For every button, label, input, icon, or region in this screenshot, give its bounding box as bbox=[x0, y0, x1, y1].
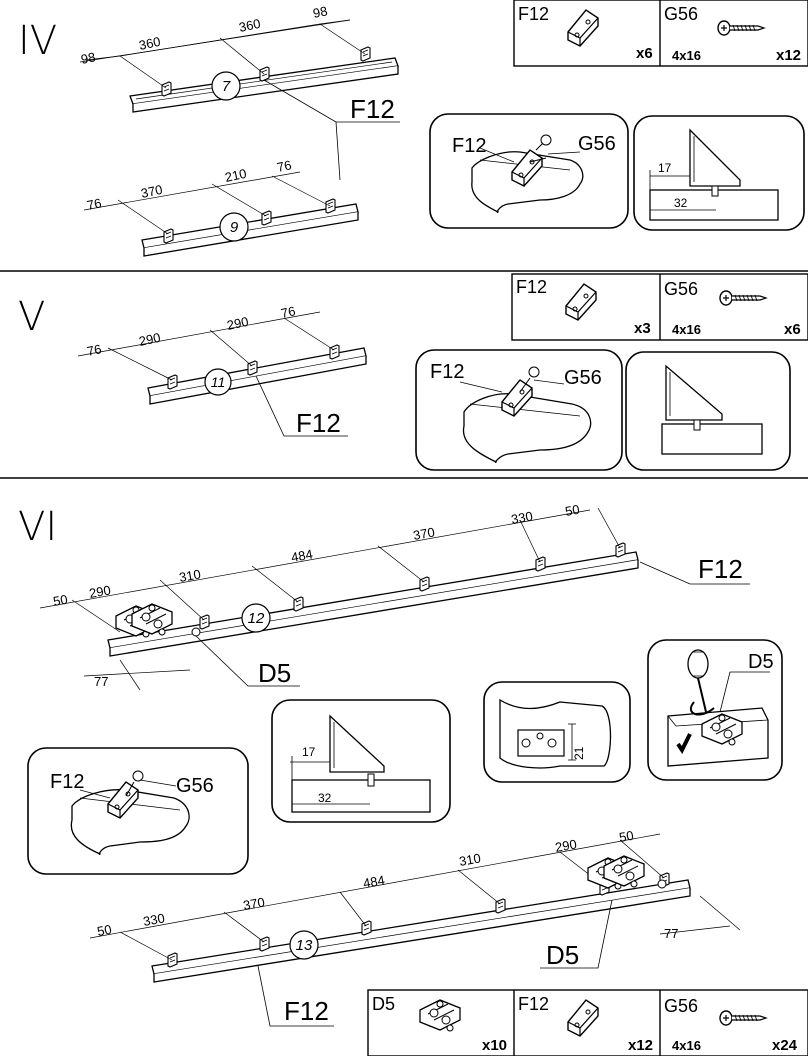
section-drawing bbox=[649, 128, 779, 221]
detail-drawing bbox=[70, 770, 190, 855]
section-drawing bbox=[661, 364, 763, 455]
dim-label: 360 bbox=[138, 34, 162, 53]
board-number: 11 bbox=[211, 374, 226, 390]
dim-label: 77 bbox=[94, 674, 108, 689]
part-code: G56 bbox=[664, 996, 698, 1016]
detail-label-right: G56 bbox=[176, 775, 214, 797]
board-number: 7 bbox=[222, 78, 231, 95]
section-dim: 17 bbox=[302, 745, 316, 759]
board-number-badge bbox=[241, 603, 271, 633]
section-dim: 32 bbox=[318, 791, 332, 805]
dim-label: 76 bbox=[276, 157, 293, 175]
dim-label: 290 bbox=[88, 582, 112, 601]
part-callout: D5 bbox=[546, 940, 579, 970]
hinge-dim: 21 bbox=[572, 746, 586, 760]
detail-drawing bbox=[459, 366, 592, 463]
screwdriver-drawing bbox=[667, 649, 770, 767]
tool-part-label: D5 bbox=[748, 651, 774, 673]
dim-label: 98 bbox=[312, 3, 329, 21]
part-qty: x6 bbox=[784, 321, 801, 338]
dim-label: 50 bbox=[52, 592, 69, 609]
detail-label-left: F12 bbox=[430, 361, 464, 383]
part-code: F12 bbox=[516, 277, 547, 297]
section-dim: 17 bbox=[658, 161, 672, 175]
detail-label-left: F12 bbox=[452, 135, 486, 157]
board-12 bbox=[39, 507, 639, 691]
detail-label-left: F12 bbox=[50, 771, 84, 793]
board-number: 13 bbox=[296, 937, 313, 954]
board-number-badge bbox=[211, 71, 241, 101]
dim-label: 330 bbox=[142, 910, 166, 929]
dim-label: 290 bbox=[554, 836, 578, 855]
board-number: 9 bbox=[230, 219, 239, 236]
dim-label: 76 bbox=[86, 341, 103, 359]
part-code: D5 bbox=[372, 994, 395, 1014]
section-dim: 32 bbox=[674, 196, 688, 210]
parts-box-iv bbox=[513, 0, 808, 67]
dim-label: 290 bbox=[138, 330, 162, 349]
part-callout: F12 bbox=[284, 996, 329, 1026]
part-size: 4x16 bbox=[672, 322, 701, 337]
part-qty: x12 bbox=[776, 47, 801, 64]
part-code: F12 bbox=[518, 4, 549, 24]
dim-label: 310 bbox=[458, 850, 482, 869]
dim-label: 50 bbox=[96, 922, 113, 939]
dim-label: 370 bbox=[242, 894, 266, 913]
part-size: 4x16 bbox=[672, 48, 701, 63]
dim-label: 210 bbox=[224, 166, 248, 185]
part-code: F12 bbox=[518, 994, 549, 1014]
part-qty: x12 bbox=[628, 1037, 653, 1054]
section-drawing bbox=[290, 714, 431, 813]
dim-label: 370 bbox=[140, 182, 164, 201]
dim-label: 310 bbox=[178, 566, 202, 585]
part-qty: x3 bbox=[634, 320, 651, 337]
dim-label: 77 bbox=[664, 926, 678, 941]
part-callout: F12 bbox=[698, 554, 743, 584]
part-qty: x6 bbox=[636, 45, 653, 62]
part-size: 4x16 bbox=[672, 1038, 701, 1053]
board-9 bbox=[83, 171, 359, 257]
part-callout: D5 bbox=[258, 658, 291, 688]
detail-label-right: G56 bbox=[564, 367, 602, 389]
step-v-label: V bbox=[18, 294, 45, 340]
dim-label: 98 bbox=[80, 49, 97, 67]
parts-box-v bbox=[511, 273, 808, 341]
board-number-badge bbox=[204, 368, 232, 396]
dim-label: 370 bbox=[412, 524, 436, 543]
board-number-badge bbox=[219, 212, 249, 242]
board-7 bbox=[79, 19, 399, 113]
board-number: 12 bbox=[248, 610, 265, 627]
part-callout: F12 bbox=[296, 408, 341, 438]
part-qty: x24 bbox=[772, 1037, 798, 1054]
dim-label: 330 bbox=[510, 508, 534, 527]
board-13 bbox=[89, 833, 741, 983]
part-code: G56 bbox=[664, 279, 698, 299]
part-callout: F12 bbox=[350, 94, 395, 124]
hinge-drawing bbox=[499, 698, 612, 769]
dim-label: 484 bbox=[290, 546, 314, 565]
step-iv-label: IV bbox=[18, 18, 57, 64]
part-code: G56 bbox=[664, 4, 698, 24]
board-number-badge bbox=[289, 930, 319, 960]
step-vi-label: VI bbox=[18, 504, 57, 550]
part-qty: x10 bbox=[482, 1037, 507, 1054]
dim-label: 76 bbox=[86, 195, 103, 213]
detail-label-right: G56 bbox=[578, 133, 616, 155]
dim-label: 360 bbox=[238, 16, 262, 35]
dim-label: 290 bbox=[226, 314, 250, 333]
dim-label: 50 bbox=[564, 502, 581, 519]
dim-label: 50 bbox=[618, 828, 635, 845]
detail-drawing bbox=[471, 134, 584, 213]
dim-label: 76 bbox=[280, 303, 297, 321]
dim-label: 484 bbox=[362, 872, 386, 891]
